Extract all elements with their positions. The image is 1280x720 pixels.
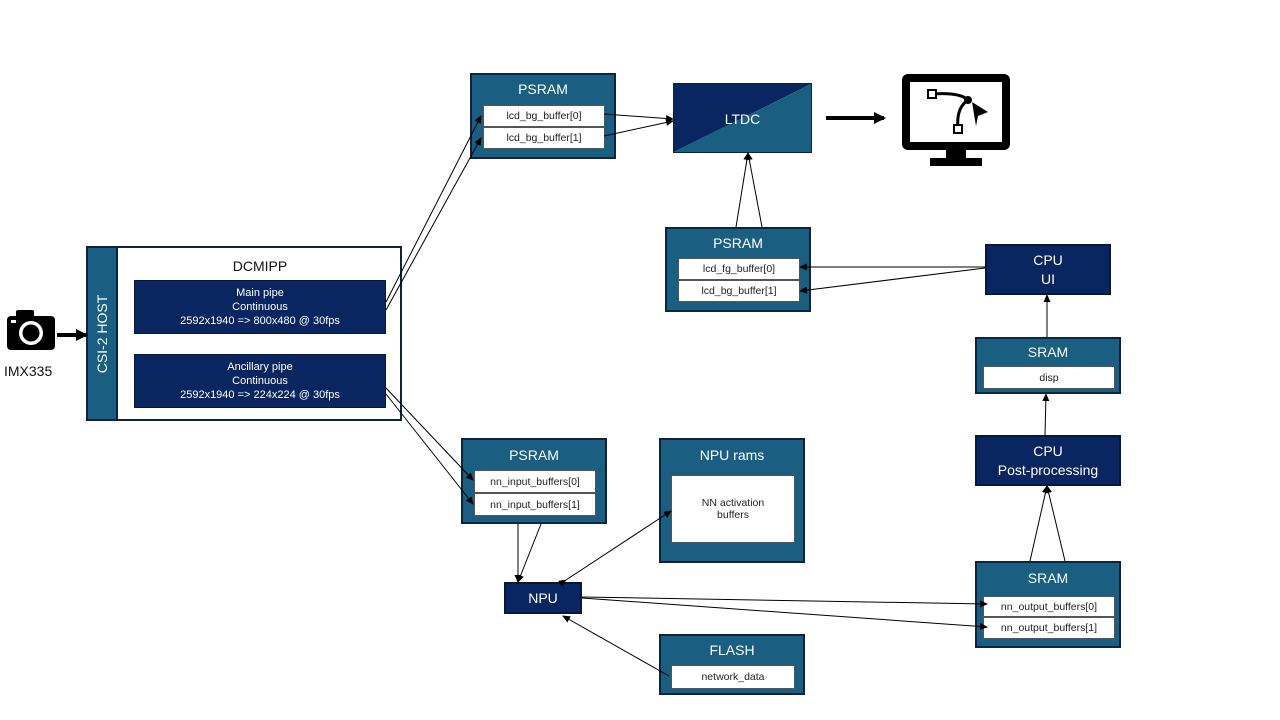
psram-nn-title: PSRAM: [509, 447, 559, 463]
ancillary-pipe: Ancillary pipe Continuous 2592x1940 => 2…: [134, 354, 386, 408]
anc-pipe-to-in0: [385, 387, 474, 481]
sram-out-block: SRAM nn_output_buffers[0] nn_output_buff…: [975, 561, 1121, 648]
flash-block: FLASH network_data: [659, 634, 805, 695]
nn-output-buffer-1: nn_output_buffers[1]: [983, 617, 1115, 639]
ancillary-pipe-name: Ancillary pipe: [227, 361, 293, 373]
cpu-post-line2: Post-processing: [997, 462, 1099, 478]
psram-fg-block: PSRAM lcd_fg_buffer[0] lcd_bg_buffer[1]: [665, 227, 811, 312]
out-to-cpu-post-2: [1045, 485, 1066, 562]
main-pipe: Main pipe Continuous 2592x1940 => 800x48…: [134, 280, 386, 334]
npu-block: NPU: [504, 582, 582, 614]
dcmipp-title: DCMIPP: [232, 258, 288, 274]
sram-disp-block: SRAM disp: [975, 337, 1121, 394]
nn-output-buffer-0: nn_output_buffers[0]: [983, 596, 1115, 617]
psram-bg-title: PSRAM: [518, 81, 568, 97]
cpu-ui-to-fg1: [799, 267, 986, 294]
flash-to-npu: [562, 615, 670, 677]
sram-out-title: SRAM: [1027, 570, 1069, 586]
cpu-ui-line1: CPU: [1033, 252, 1063, 268]
ancillary-pipe-mode: Continuous: [232, 375, 288, 387]
npu-label: NPU: [528, 590, 558, 606]
monitor-icon: [900, 72, 1012, 168]
anc-pipe-to-in1: [385, 393, 474, 505]
sram-disp-title: SRAM: [1027, 344, 1069, 360]
fg-to-ltdc-1: [735, 152, 751, 228]
bg0-to-ltdc: [603, 113, 674, 122]
out-to-cpu-post-1: [1029, 485, 1049, 562]
npu-rams-block: NPU rams NN activation buffers: [659, 438, 805, 563]
npu-rams-link: [558, 510, 672, 587]
main-pipe-to-bg1: [385, 137, 482, 311]
cpu-ui-line2: UI: [1041, 271, 1055, 287]
nn-activation-line2: buffers: [717, 509, 749, 521]
lcd-bg-buffer-1-fg: lcd_bg_buffer[1]: [678, 280, 800, 302]
cpu-post-block: CPU Post-processing: [975, 435, 1121, 486]
disp-buffer: disp: [983, 366, 1115, 389]
camera-label: IMX335: [4, 363, 53, 379]
psram-fg-title: PSRAM: [713, 235, 763, 251]
csi-host-block: CSI-2 HOST: [86, 246, 118, 421]
cpu-post-line1: CPU: [1033, 443, 1063, 459]
lcd-fg-buffer-0: lcd_fg_buffer[0]: [678, 258, 800, 280]
in-to-npu-2: [517, 523, 542, 583]
fg-to-ltdc-2: [745, 152, 763, 228]
nn-input-buffer-1: nn_input_buffers[1]: [474, 493, 596, 516]
nn-activation-line1: NN activation: [701, 497, 765, 509]
bg1-to-ltdc: [603, 119, 674, 137]
nn-input-buffer-0: nn_input_buffers[0]: [474, 470, 596, 493]
main-pipe-to-bg0: [385, 115, 482, 303]
main-pipe-mode: Continuous: [232, 301, 288, 313]
cpu-post-to-disp: [1042, 393, 1050, 436]
cpu-ui-block: CPU UI: [985, 244, 1111, 295]
lcd-bg-buffer-1: lcd_bg_buffer[1]: [483, 127, 605, 149]
lcd-bg-buffer-0: lcd_bg_buffer[0]: [483, 105, 605, 127]
main-pipe-name: Main pipe: [236, 287, 284, 299]
psram-nn-block: PSRAM nn_input_buffers[0] nn_input_buffe…: [461, 438, 607, 524]
npu-to-out1: [581, 597, 988, 630]
network-data-buffer: network_data: [671, 665, 795, 689]
ltdc-label: LTDC: [724, 111, 761, 127]
ltdc-block: LTDC: [673, 83, 812, 153]
main-pipe-format: 2592x1940 => 800x480 @ 30fps: [180, 315, 340, 327]
psram-bg-block: PSRAM lcd_bg_buffer[0] lcd_bg_buffer[1]: [470, 73, 616, 159]
npu-rams-title: NPU rams: [699, 447, 765, 463]
nn-activation-buffers: NN activation buffers: [671, 475, 795, 543]
camera-icon: [6, 308, 56, 352]
npu-to-out0: [581, 596, 988, 608]
flash-title: FLASH: [709, 642, 755, 658]
ancillary-pipe-format: 2592x1940 => 224x224 @ 30fps: [180, 389, 340, 401]
